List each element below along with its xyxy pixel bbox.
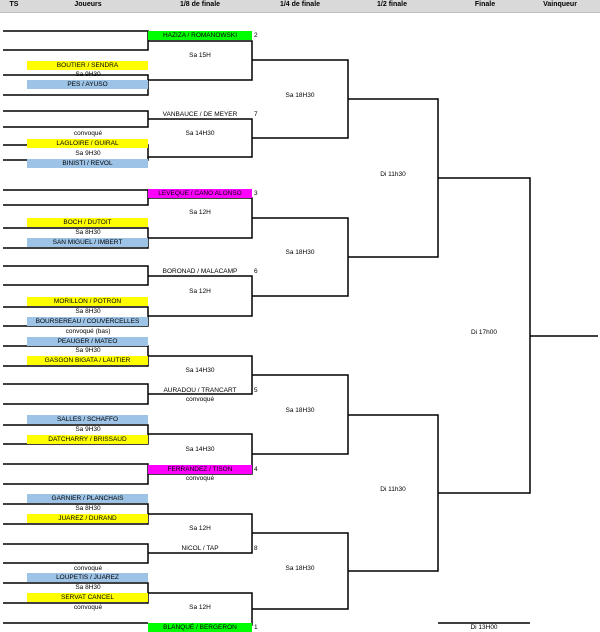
- seeded-pair: NICOL / TAP: [181, 545, 219, 552]
- match-time: Sa 14H30: [185, 130, 215, 137]
- match-time: Sa 12H: [189, 288, 211, 295]
- seed-number: 7: [254, 111, 258, 118]
- player-pair: BOCH / DUTOIT: [27, 218, 148, 227]
- status-note: convoqué (bas): [65, 328, 111, 335]
- seed-number: 3: [254, 190, 258, 197]
- match-time: Sa 12H: [189, 604, 211, 611]
- player-pair: LOUPETIS / JUAREZ: [27, 573, 148, 582]
- seeded-pair: AURADOU / TRANCART: [163, 387, 237, 394]
- col-ts: TS: [9, 1, 19, 8]
- status-note: convoqué: [73, 130, 103, 137]
- match-time: Sa 18H30: [285, 407, 315, 414]
- status-note: convoqué: [73, 565, 103, 572]
- seed-number: 8: [254, 545, 258, 552]
- seeded-pair: VANBAUCE / DE MEYER: [162, 111, 238, 118]
- match-time: Sa 9H30: [75, 347, 101, 354]
- player-pair: MORILLON / POTRON: [27, 297, 148, 306]
- match-time: Sa 15H: [189, 52, 211, 59]
- col-huitiemes: 1/8 de finale: [179, 1, 221, 8]
- player-pair: BOUTIER / SENDRA: [27, 61, 148, 70]
- match-time: Sa 8H30: [75, 308, 101, 315]
- player-pair: SALLES / SCHAFFO: [27, 415, 148, 424]
- match-time: Sa 14H30: [185, 446, 215, 453]
- player-pair: DATCHARRY / BRISSAUD: [27, 435, 148, 444]
- seeded-pair: HAZIZA / ROMANOWSKI: [148, 31, 252, 40]
- player-pair: PES / AYUSO: [27, 80, 148, 89]
- match-time: Sa 9H30: [75, 150, 101, 157]
- match-time: Sa 18H30: [285, 249, 315, 256]
- match-time: Di 11h30: [380, 171, 406, 178]
- match-time: Di 17h00: [470, 329, 498, 336]
- match-time: Sa 12H: [189, 525, 211, 532]
- player-pair: BINISTI / REVOL: [27, 159, 148, 168]
- seeded-pair: FERRANDEZ / TISON: [148, 465, 252, 474]
- col-finale: Finale: [474, 1, 496, 8]
- seed-number: 4: [254, 466, 258, 473]
- match-time: Sa 9H30: [75, 426, 101, 433]
- match-time: Sa 18H30: [285, 92, 315, 99]
- col-quarts: 1/4 de finale: [279, 1, 321, 8]
- seed-number: 6: [254, 268, 258, 275]
- match-time: Sa 18H30: [285, 565, 315, 572]
- match-time: Sa 14H30: [185, 367, 215, 374]
- status-note: convoqué: [73, 604, 103, 611]
- player-pair: SERVAT CANCEL: [27, 593, 148, 602]
- player-pair: SAN MIGUEL / IMBERT: [27, 238, 148, 247]
- player-pair: GARNIER / PLANCHAIS: [27, 494, 148, 503]
- seeded-pair: LEVEQUE / CANO ALONSO: [148, 189, 252, 198]
- col-joueurs: Joueurs: [74, 1, 102, 8]
- match-time: Sa 12H: [189, 209, 211, 216]
- seeded-pair: BLANQUÉ / BERGERON: [148, 623, 252, 632]
- player-pair: GASGON BIGATA / LAUTIER: [27, 356, 148, 365]
- seed-number: 1: [254, 624, 258, 631]
- match-time: Sa 8H30: [75, 229, 101, 236]
- seeded-pair: BORONAD / MALACAMP: [162, 268, 238, 275]
- header-row: TS Joueurs 1/8 de finale 1/4 de finale 1…: [0, 0, 600, 13]
- match-time: Sa 9H30: [75, 71, 101, 78]
- status-note: convoqué: [185, 475, 215, 482]
- match-time: Di 11h30: [380, 486, 406, 493]
- player-pair: BOURSEREAU / COUVERCELLES: [27, 317, 148, 326]
- col-vainqueur: Vainqueur: [543, 1, 577, 8]
- player-pair: JUAREZ / DURAND: [27, 514, 148, 523]
- col-demis: 1/2 finale: [377, 1, 407, 8]
- match-time: Di 13H00: [470, 624, 498, 631]
- player-pair: PEAUGER / MATEO: [27, 337, 148, 346]
- status-note: convoqué: [185, 396, 215, 403]
- seed-number: 5: [254, 387, 258, 394]
- match-time: Sa 8H30: [75, 505, 101, 512]
- player-pair: LAGLOIRE / GUIRAL: [27, 139, 148, 148]
- match-time: Sa 8H30: [75, 584, 101, 591]
- seed-number: 2: [254, 32, 258, 39]
